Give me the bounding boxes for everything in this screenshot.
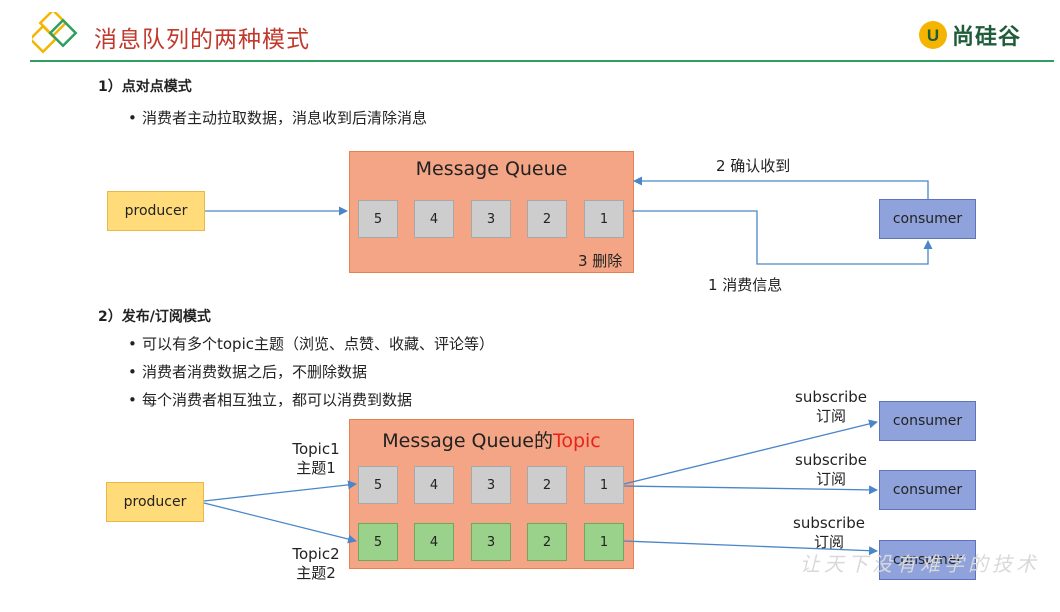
arrow-topic2-to-consumer3 xyxy=(623,540,878,556)
subscribe-label-1: subscribe 订阅 xyxy=(795,388,867,425)
topic2-cell-1: 1 xyxy=(584,523,624,561)
queue-cell-4: 4 xyxy=(414,200,454,238)
ack-label: 2 确认收到 xyxy=(716,157,791,175)
queue-title: Message Queue xyxy=(415,158,568,180)
brand-mark-icon: U xyxy=(919,21,947,49)
section1-heading: 1）点对点模式 xyxy=(98,79,192,95)
consumer-p2p: consumer xyxy=(879,199,976,239)
arrow-producer-to-topic2 xyxy=(203,502,357,544)
queue-cell-3: 3 xyxy=(471,200,511,238)
section2-bullet-3: •每个消费者相互独立，都可以消费到数据 xyxy=(128,391,413,409)
section2-bullet-2: •消费者消费数据之后，不删除数据 xyxy=(128,363,368,381)
consumer-sub-3: consumer xyxy=(879,540,976,580)
subscribe-label-3: subscribe 订阅 xyxy=(793,514,865,551)
diamond-logo-icon xyxy=(32,12,78,54)
arrow-topic1-to-consumer1 xyxy=(623,419,878,485)
arrow-topic1-to-consumer2 xyxy=(623,485,878,495)
queue-cell-5: 5 xyxy=(358,200,398,238)
arrow-producer-to-topic1 xyxy=(203,480,357,502)
consume-label: 1 消费信息 xyxy=(708,276,783,294)
topic1-cell-2: 2 xyxy=(527,466,567,504)
section2-bullet-1: •可以有多个topic主题（浏览、点赞、收藏、评论等） xyxy=(128,335,494,353)
topic2-label: Topic2 主题2 xyxy=(292,545,340,582)
topic1-label: Topic1 主题1 xyxy=(292,440,340,477)
topic1-cell-4: 4 xyxy=(414,466,454,504)
producer-topic: producer xyxy=(106,482,204,522)
section1-bullet-1: •消费者主动拉取数据，消息收到后清除消息 xyxy=(128,109,428,127)
arrow-consume xyxy=(632,210,933,265)
topic2-cell-4: 4 xyxy=(414,523,454,561)
topic2-cell-2: 2 xyxy=(527,523,567,561)
header-divider xyxy=(30,60,1054,62)
delete-label: 3 删除 xyxy=(578,252,623,270)
brand-name: 尚硅谷 xyxy=(952,25,1022,50)
arrow-ack xyxy=(633,176,929,199)
topic-queue-title: Message Queue的Topic xyxy=(382,430,601,452)
brand-mark-letter: U xyxy=(927,26,939,45)
topic2-cell-5: 5 xyxy=(358,523,398,561)
message-queue-p2p: Message Queue 5 4 3 2 1 3 删除 xyxy=(349,151,634,273)
queue-cell-2: 2 xyxy=(527,200,567,238)
producer-p2p: producer xyxy=(107,191,205,231)
page-title: 消息队列的两种模式 xyxy=(94,27,310,53)
topic1-cell-3: 3 xyxy=(471,466,511,504)
subscribe-label-2: subscribe 订阅 xyxy=(795,451,867,488)
topic1-cell-5: 5 xyxy=(358,466,398,504)
section2-heading: 2）发布/订阅模式 xyxy=(98,309,211,325)
consumer-sub-2: consumer xyxy=(879,470,976,510)
watermark: 让天下没有难学的技术 xyxy=(800,552,1040,576)
topic1-cell-1: 1 xyxy=(584,466,624,504)
consumer-sub-1: consumer xyxy=(879,401,976,441)
queue-cell-1: 1 xyxy=(584,200,624,238)
topic2-cell-3: 3 xyxy=(471,523,511,561)
brand-logo: U 尚硅谷 xyxy=(918,18,1021,52)
message-queue-topic: Message Queue的Topic 5 4 3 2 1 5 4 3 2 1 xyxy=(349,419,634,569)
